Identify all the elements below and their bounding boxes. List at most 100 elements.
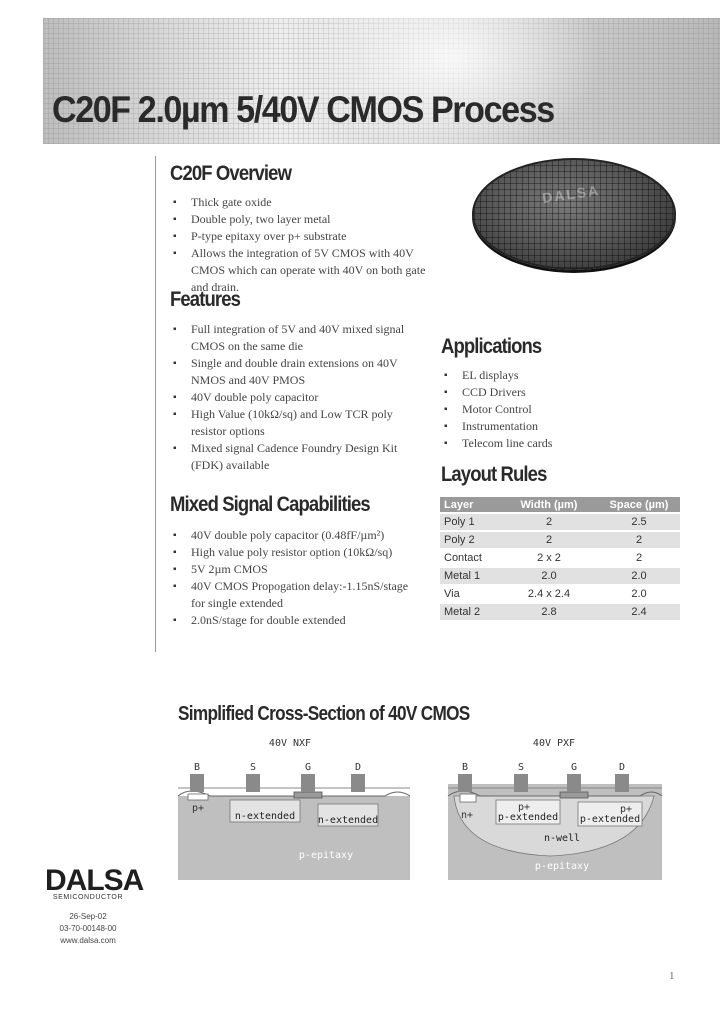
table-row: Contact 2 x 2 2 — [440, 550, 680, 566]
n-well-label: n-well — [544, 833, 580, 844]
column-header: Layer — [440, 497, 500, 512]
layout-rules-heading: Layout Rules — [441, 463, 547, 486]
terminal-g-label: G — [571, 762, 577, 773]
list-item: Allows the integration of 5V CMOS with 4… — [171, 245, 441, 296]
table-cell: 2.4 — [598, 604, 680, 620]
document-date: 26-Sep-02 — [69, 912, 107, 921]
terminal-b-contact — [458, 774, 472, 792]
p-plus-label: p+ — [518, 802, 530, 813]
list-item: Motor Control — [442, 401, 682, 418]
list-item: Mixed signal Cadence Foundry Design Kit … — [171, 440, 411, 474]
list-item: 40V double poly capacitor — [171, 389, 411, 406]
p-epitaxy-label: p-epitaxy — [535, 861, 589, 872]
terminal-g-label: G — [305, 762, 311, 773]
table-row: Via 2.4 x 2.4 2.0 — [440, 586, 680, 602]
list-item: P-type epitaxy over p+ substrate — [171, 228, 441, 245]
list-item: Double poly, two layer metal — [171, 211, 441, 228]
list-item: 40V double poly capacitor (0.48fF/µm²) — [171, 527, 421, 544]
table-row: Metal 1 2.0 2.0 — [440, 568, 680, 584]
terminal-d-label: D — [355, 762, 361, 773]
overview-list: Thick gate oxide Double poly, two layer … — [171, 194, 441, 296]
table-cell: 2 — [500, 514, 598, 530]
p-extended-region-right — [577, 801, 643, 827]
overview-heading: C20F Overview — [170, 162, 292, 185]
terminal-b-label: B — [462, 762, 468, 773]
table-cell: 2.0 — [500, 568, 598, 584]
terminal-b-label: B — [194, 762, 200, 773]
list-item: High value poly resistor option (10kΩ/sq… — [171, 544, 421, 561]
table-row: Poly 1 2 2.5 — [440, 514, 680, 530]
terminal-d-label: D — [619, 762, 625, 773]
logo-subtitle: SEMICONDUCTOR — [52, 894, 124, 901]
p-extended-label: p-extended — [580, 814, 640, 825]
header-banner-image — [43, 18, 720, 144]
gate-poly — [559, 791, 589, 799]
list-item: CCD Drivers — [442, 384, 682, 401]
banner-highlight — [303, 18, 603, 144]
table-cell: 2.0 — [631, 588, 647, 600]
table-header-row: Layer Width (µm) Space (µm) — [440, 497, 680, 512]
document-number: 03-70-00148-00 — [59, 924, 117, 933]
terminal-g-contact — [301, 774, 315, 792]
terminal-s-label: S — [250, 762, 256, 773]
terminal-s-contact — [246, 774, 260, 792]
p-epitaxy-label: p-epitaxy — [299, 850, 353, 861]
table-row: Poly 2 2 2 — [440, 532, 680, 548]
list-item: Full integration of 5V and 40V mixed sig… — [171, 321, 411, 355]
list-item: 5V 2µm CMOS — [171, 561, 421, 578]
page-title: C20F 2.0µm 5/40V CMOS Process — [52, 89, 555, 130]
terminal-s-label: S — [518, 762, 524, 773]
terminal-d-contact — [615, 774, 629, 792]
table-cell: Metal 2 — [440, 604, 500, 620]
features-list: Full integration of 5V and 40V mixed sig… — [171, 321, 411, 474]
pmos-cross-section-diagram: 40V PXF B S G D n+ p+ p+ p-extended p-ex… — [447, 738, 663, 880]
terminal-d-contact — [351, 774, 365, 792]
list-item: EL displays — [442, 367, 682, 384]
table-cell: 2.5 — [598, 514, 680, 530]
table-row: Metal 2 2.8 2.4 — [440, 604, 680, 620]
table-cell: 2.0 — [598, 568, 680, 584]
list-item: 40V CMOS Propogation delay:-1.15nS/stage… — [171, 578, 421, 612]
mixed-signal-heading: Mixed Signal Capabilities — [170, 493, 371, 516]
applications-heading: Applications — [441, 335, 542, 358]
table-cell: Metal 1 — [440, 568, 500, 584]
n-extended-region-left — [229, 799, 301, 823]
list-item: Thick gate oxide — [171, 194, 441, 211]
features-heading: Features — [170, 288, 241, 311]
table-cell: 2.8 — [500, 604, 598, 620]
layout-rules-table: Layer Width (µm) Space (µm) Poly 1 2 2.5… — [440, 495, 680, 622]
table-cell: 2 x 2 — [537, 552, 561, 564]
table-cell: 2 — [635, 552, 643, 564]
n-extended-label: n-extended — [235, 811, 295, 822]
terminal-s-contact — [514, 774, 528, 792]
terminal-g-contact — [567, 774, 581, 792]
table-cell: Poly 2 — [440, 532, 500, 548]
table-cell: Poly 1 — [440, 514, 500, 530]
p-plus-region — [187, 793, 209, 801]
gate-poly — [293, 791, 323, 799]
column-header: Space (µm) — [598, 497, 680, 512]
list-item: 2.0nS/stage for double extended — [171, 612, 421, 629]
p-plus-label: p+ — [192, 803, 204, 814]
list-item: Telecom line cards — [442, 435, 682, 452]
pmos-label: 40V PXF — [533, 738, 575, 749]
nmos-cross-section-diagram: 40V NXF B S G D p+ n-extended n-extended… — [177, 738, 410, 880]
p-extended-label: p-extended — [498, 812, 558, 823]
column-header: Width (µm) — [500, 497, 598, 512]
wafer-photo: DALSA — [472, 158, 676, 270]
list-item: Single and double drain extensions on 40… — [171, 355, 411, 389]
nmos-label: 40V NXF — [269, 738, 311, 749]
n-plus-region — [459, 793, 477, 803]
terminal-b-contact — [190, 774, 204, 792]
website-link[interactable]: www.dalsa.com — [60, 936, 116, 945]
list-item: High Value (10kΩ/sq) and Low TCR poly re… — [171, 406, 411, 440]
table-cell: 2.4 x 2.4 — [527, 588, 571, 600]
table-cell: Contact — [444, 552, 482, 564]
column-divider — [155, 156, 156, 652]
table-cell: Via — [444, 588, 460, 600]
cross-section-heading: Simplified Cross-Section of 40V CMOS — [178, 703, 470, 725]
logo-wordmark: DALSA — [45, 864, 144, 897]
n-plus-label: n+ — [461, 810, 473, 821]
table-cell: 2 — [598, 532, 680, 548]
table-cell: 2 — [500, 532, 598, 548]
